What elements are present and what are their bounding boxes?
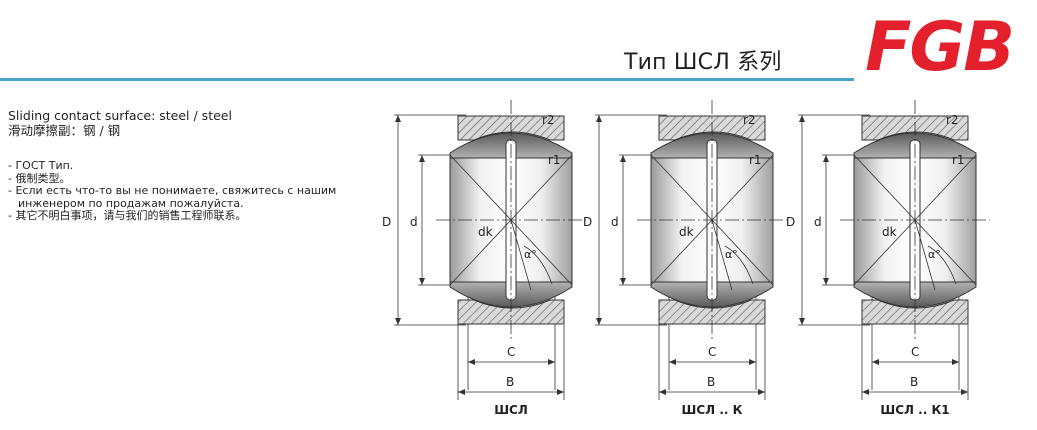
label-alpha: α°	[725, 248, 738, 261]
label-d: d	[814, 215, 822, 229]
diagram-shsl: D d dk α° r2 r1 C B ШСЛ	[382, 99, 587, 417]
label-r1: r1	[548, 153, 561, 167]
note-item: инженером по продажам пожалуйста.	[18, 196, 244, 210]
page-title: Тип ШСЛ 系列	[624, 50, 782, 75]
intro-line-en: Sliding contact surface: steel / steel	[8, 108, 232, 123]
label-dk: dk	[882, 225, 897, 239]
diagram-shsl-k1: D d dk α° r2 r1 C B ШСЛ .. К1	[786, 99, 991, 417]
intro-block: Sliding contact surface: steel / steel 滑…	[8, 108, 232, 138]
label-D: D	[786, 215, 795, 229]
label-D: D	[382, 215, 391, 229]
caption-shsl-k: ШСЛ .. К	[682, 403, 743, 417]
intro-line-cn: 滑动摩擦副：钢 / 钢	[8, 123, 121, 138]
label-r1: r1	[952, 153, 965, 167]
fgb-logo: FGB	[865, 8, 1015, 80]
label-alpha: α°	[928, 248, 941, 261]
label-r2: r2	[542, 113, 555, 127]
notes-block: - ГОСТ Тип. - 俄制类型。 - Если есть что-то в…	[8, 159, 337, 223]
label-r1: r1	[749, 153, 762, 167]
diagram-shsl-k: D d dk α° r2 r1 C B ШСЛ .. К	[583, 99, 788, 417]
label-d: d	[410, 215, 418, 229]
label-dk: dk	[478, 225, 493, 239]
caption-shsl-k1: ШСЛ .. К1	[880, 403, 949, 417]
caption-shsl: ШСЛ	[494, 403, 528, 417]
label-C: C	[911, 345, 919, 359]
note-item: - 俄制类型。	[8, 171, 71, 185]
header-rule	[0, 78, 854, 81]
label-B: B	[910, 375, 918, 389]
label-d: d	[611, 215, 619, 229]
label-C: C	[708, 345, 716, 359]
label-B: B	[707, 375, 715, 389]
note-item: - ГОСТ Тип.	[8, 159, 74, 172]
note-item: - Если есть что-то вы не понимаете, свяж…	[8, 184, 337, 198]
note-item: - 其它不明白事项，请与我们的销售工程师联系。	[8, 209, 247, 223]
label-dk: dk	[679, 225, 694, 239]
label-D: D	[583, 215, 592, 229]
label-r2: r2	[743, 113, 756, 127]
label-alpha: α°	[524, 248, 537, 261]
logo-text: FGB	[865, 8, 1013, 80]
label-C: C	[507, 345, 515, 359]
label-r2: r2	[946, 113, 959, 127]
label-B: B	[506, 375, 514, 389]
